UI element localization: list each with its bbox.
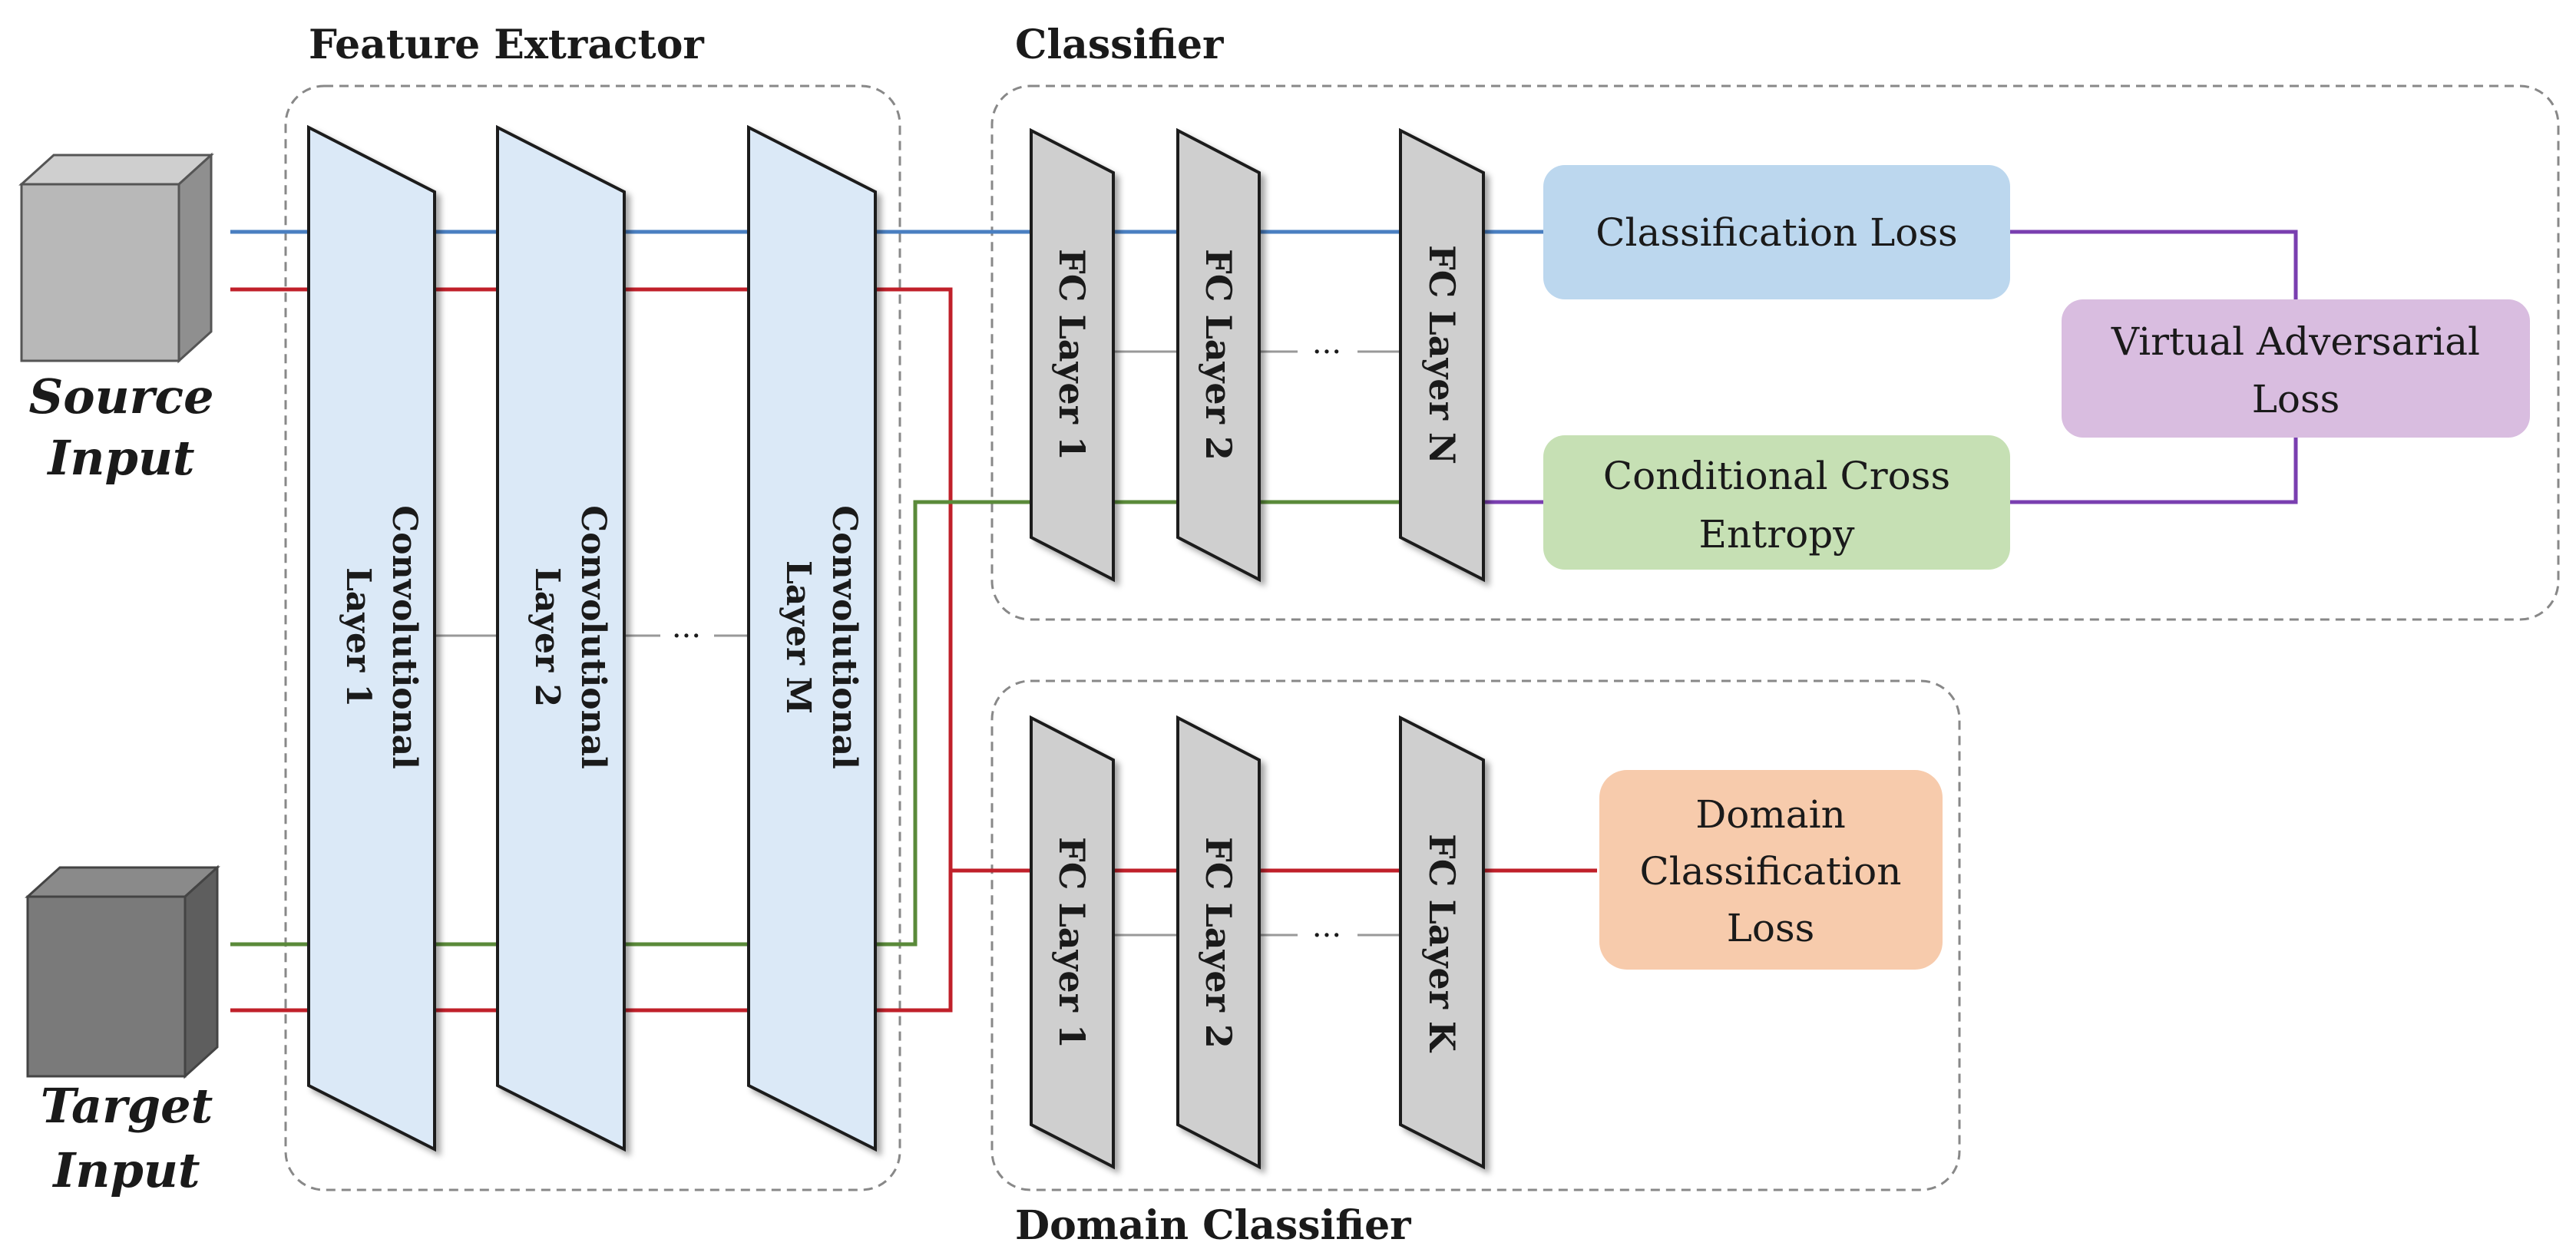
- conv-layer-2: Convolutional Layer 2: [496, 124, 626, 1152]
- domain-fc-layer-1: FC Layer 1: [1030, 715, 1115, 1170]
- virtual-adversarial-loss-box: Virtual Adversarial Loss: [2062, 299, 2530, 438]
- feature-extractor-title: Feature Extractor: [309, 21, 704, 68]
- conv-layer-1-line2: Layer 1: [339, 567, 378, 707]
- classifier-fc-layer-n-label: FC Layer N: [1421, 245, 1463, 464]
- classifier-fc-layer-2: FC Layer 2: [1176, 127, 1261, 583]
- domain-classification-loss-line1: Domain: [1695, 792, 1846, 837]
- conv-layer-1: Convolutional Layer 1: [307, 124, 436, 1152]
- classifier-title: Classifier: [1015, 21, 1224, 68]
- conv-layer-1-line1: Convolutional: [385, 505, 424, 769]
- classification-loss-box: Classification Loss: [1543, 165, 2010, 299]
- domain-fc-layer-k-label: FC Layer K: [1421, 834, 1463, 1053]
- classification-loss-label: Classification Loss: [1596, 210, 1957, 255]
- entropy-to-vat-line: [2010, 438, 2298, 504]
- virtual-adversarial-loss-line1: Virtual Adversarial: [2111, 319, 2480, 364]
- conv-layer-2-line2: Layer 2: [527, 567, 567, 707]
- domain-classification-loss-box: Domain Classification Loss: [1599, 770, 1943, 970]
- conv-layer-m-line2: Layer M: [779, 560, 818, 714]
- feature-extractor-group: [284, 84, 901, 1191]
- conditional-cross-entropy-line1: Conditional Cross: [1603, 454, 1950, 498]
- domain-classifier-title: Domain Classifier: [1015, 1202, 1411, 1249]
- target-input-cube: [25, 864, 220, 1079]
- fc-ellipsis: ···: [1312, 335, 1341, 370]
- source-input-label-line2: Input: [46, 430, 195, 486]
- conv-layer-m: Convolutional Layer M: [747, 124, 877, 1152]
- classification-to-vat-line: [2010, 230, 2298, 299]
- conv-layer-m-line1: Convolutional: [825, 505, 864, 769]
- classifier-fc-layer-1-label: FC Layer 1: [1051, 249, 1093, 461]
- source-input-cube: [18, 152, 214, 364]
- target-input-label-line2: Input: [51, 1142, 200, 1198]
- target-domain-flow-line: [230, 871, 953, 1013]
- domain-fc-layer-2: FC Layer 2: [1176, 715, 1261, 1170]
- domain-ellipsis: ···: [1312, 918, 1341, 953]
- conv-layer-2-line1: Convolutional: [574, 505, 613, 769]
- domain-fc-layer-k: FC Layer K: [1399, 715, 1485, 1170]
- domain-fc-layer-2-label: FC Layer 2: [1198, 837, 1239, 1049]
- classifier-fc-layer-1: FC Layer 1: [1030, 127, 1115, 583]
- conv-ellipsis: ···: [672, 619, 701, 654]
- conditional-cross-entropy-line2: Entropy: [1698, 512, 1855, 557]
- source-input-label-line1: Source: [28, 368, 213, 425]
- domain-classification-loss-line3: Loss: [1727, 906, 1815, 950]
- classifier-fc-layer-2-label: FC Layer 2: [1198, 249, 1239, 461]
- classifier-fc-layer-n: FC Layer N: [1399, 127, 1485, 583]
- conditional-cross-entropy-box: Conditional Cross Entropy: [1543, 435, 2010, 570]
- virtual-adversarial-loss-line2: Loss: [2252, 377, 2340, 421]
- domain-classifier-group: [990, 679, 1961, 1191]
- classifier-group: [990, 84, 2560, 621]
- target-input-label-line1: Target: [41, 1078, 213, 1134]
- domain-fc-layer-1-label: FC Layer 1: [1051, 837, 1093, 1049]
- domain-classification-loss-line2: Classification: [1640, 849, 1902, 894]
